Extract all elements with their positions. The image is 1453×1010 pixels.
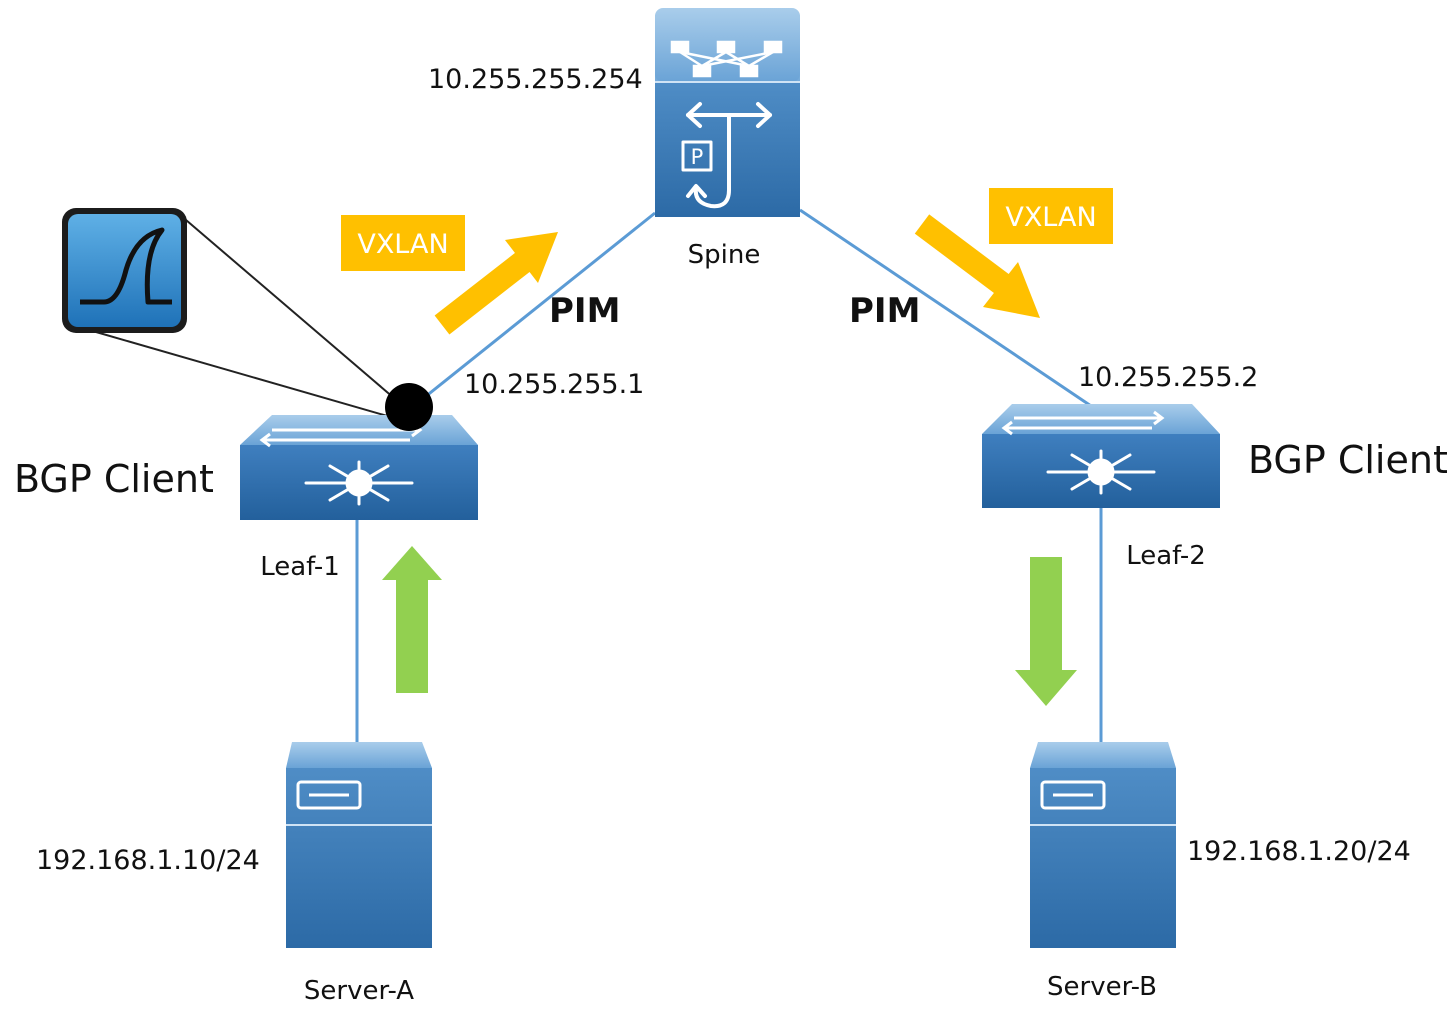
spine-ip-label: 10.255.255.254 xyxy=(428,64,643,95)
server-a-ip-label: 192.168.1.10/24 xyxy=(36,845,260,876)
link-spine-leaf2 xyxy=(799,208,1101,414)
vxlan-arrow-right xyxy=(914,214,1040,318)
drive-bay-icon xyxy=(296,780,362,810)
switch-arrows-icon xyxy=(1001,410,1165,436)
network-mesh-icon xyxy=(670,40,783,78)
vxlan-badge-right: VXLAN xyxy=(1005,202,1096,233)
link-spine-leaf1 xyxy=(414,211,656,407)
leaf2-switch xyxy=(982,404,1220,508)
leaf2-ip-label: 10.255.255.2 xyxy=(1078,362,1258,393)
capture-callout-line-bottom xyxy=(95,331,409,423)
spine-device: P xyxy=(655,8,800,217)
server-b-device xyxy=(1030,742,1176,948)
fabric-star-icon xyxy=(1046,449,1156,495)
vxlan-arrow-left xyxy=(434,232,558,335)
capture-callout-line-top xyxy=(185,219,409,411)
leaf2-name-label: Leaf-2 xyxy=(1126,541,1206,571)
traffic-arrow-up-server-a xyxy=(382,546,442,693)
vxlan-badge-left-bg xyxy=(341,215,465,271)
spine-name-label: Spine xyxy=(688,240,761,270)
drive-bay-icon xyxy=(1040,780,1106,810)
server-a-device xyxy=(286,742,432,948)
fabric-star-icon xyxy=(304,460,414,506)
leaf1-role-label: BGP Client xyxy=(14,457,214,501)
vxlan-badge-right-bg xyxy=(989,188,1113,244)
leaf1-ip-label: 10.255.255.1 xyxy=(464,369,644,400)
right-link-protocol-label: PIM xyxy=(849,291,920,331)
policy-icon-letter: P xyxy=(691,145,704,169)
leaf2-role-label: BGP Client xyxy=(1248,438,1448,482)
server-a-name-label: Server-A xyxy=(304,976,414,1006)
server-b-name-label: Server-B xyxy=(1047,972,1157,1002)
leaf1-switch xyxy=(240,415,478,520)
routing-policy-icon xyxy=(681,102,772,209)
server-b-ip-label: 192.168.1.20/24 xyxy=(1187,836,1411,867)
capture-point-marker xyxy=(385,383,433,431)
leaf1-name-label: Leaf-1 xyxy=(260,552,340,582)
left-link-protocol-label: PIM xyxy=(549,291,620,331)
vxlan-badge-left: VXLAN xyxy=(357,229,448,260)
wireshark-shark-fin-icon xyxy=(62,208,187,333)
traffic-arrow-down-server-b xyxy=(1015,557,1077,706)
